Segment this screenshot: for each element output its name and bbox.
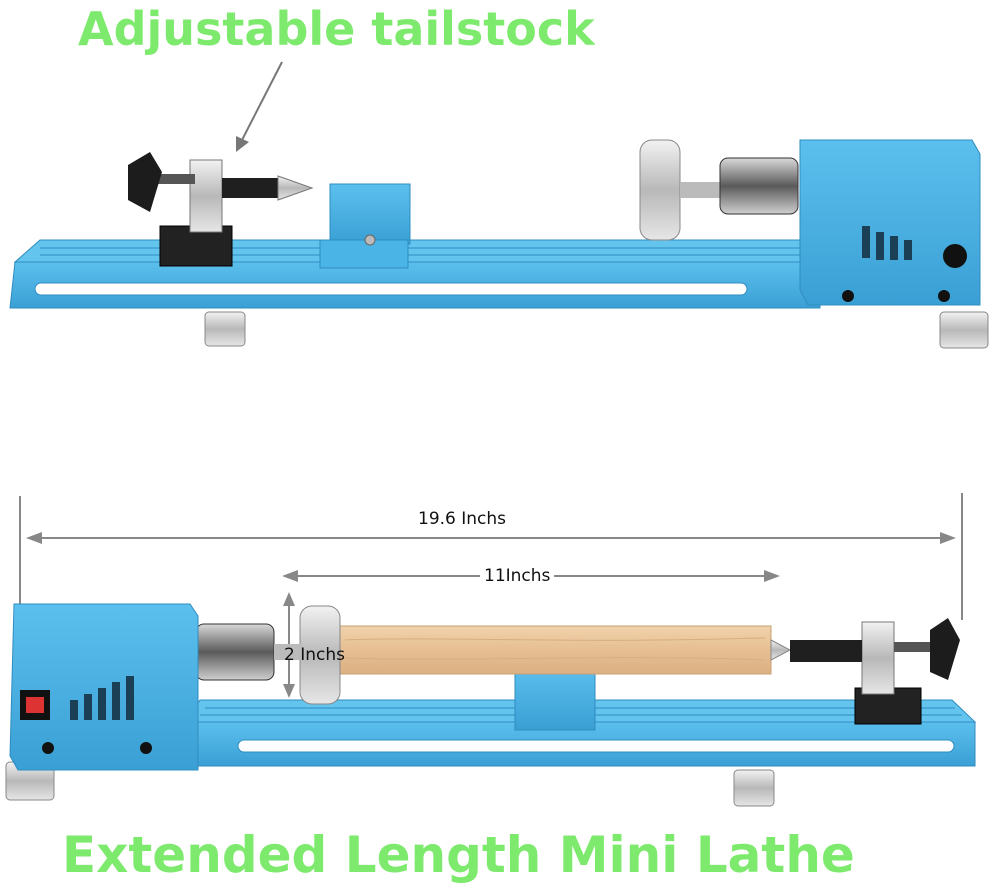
overall-length-label: 19.6 Inchs bbox=[414, 509, 511, 529]
tailstock-pointer-arrow bbox=[236, 61, 283, 152]
bottom-motor-box bbox=[9, 603, 199, 771]
work-length-label: 11Inchs bbox=[480, 566, 555, 586]
overall-length-dimension bbox=[19, 493, 963, 620]
wood-workpiece bbox=[334, 625, 792, 675]
top-motor-box bbox=[799, 139, 981, 306]
top-tool-rest bbox=[319, 183, 411, 269]
tailstock-caption: Adjustable tailstock bbox=[78, 2, 595, 56]
top-chuck bbox=[639, 139, 799, 241]
top-lathe bbox=[9, 61, 989, 349]
diameter-label: 2 Inchs bbox=[284, 645, 345, 665]
top-lathe-bed bbox=[9, 239, 821, 309]
top-feet bbox=[204, 311, 989, 349]
top-tailstock bbox=[128, 152, 314, 267]
bottom-chuck bbox=[195, 605, 341, 705]
bottom-tool-rest bbox=[514, 665, 596, 731]
bottom-tailstock bbox=[790, 618, 960, 725]
bottom-lathe-bed bbox=[179, 699, 977, 767]
product-caption: Extended Length Mini Lathe bbox=[62, 826, 855, 884]
bottom-lathe bbox=[5, 493, 977, 807]
